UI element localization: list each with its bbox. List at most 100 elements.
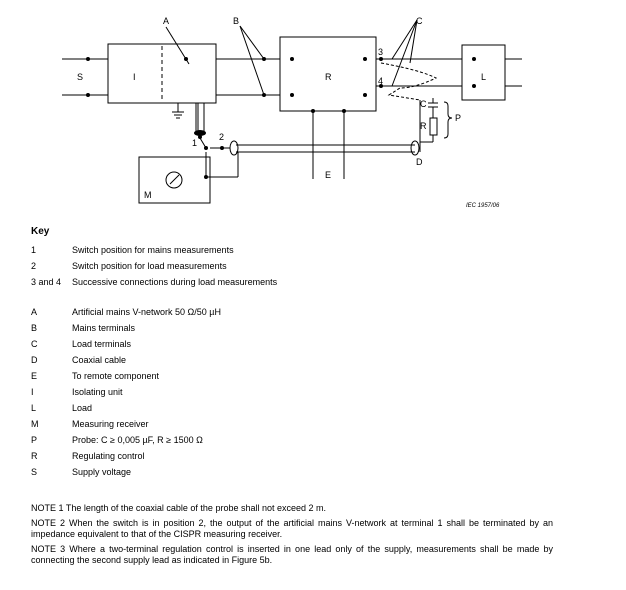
- key-code: A: [31, 307, 38, 317]
- terminal-dot: [86, 57, 90, 61]
- key-description: Load: [72, 403, 93, 413]
- key-row: P Probe: C ≥ 0,005 µF, R ≥ 1500 Ω: [31, 432, 601, 448]
- label-m: M: [144, 190, 152, 200]
- terminal-dot: [262, 93, 266, 97]
- leader-b-1: [239, 25, 265, 60]
- terminal-dot: [472, 57, 476, 61]
- key-description: Supply voltage: [72, 467, 132, 477]
- key-row: E To remote component: [31, 368, 601, 384]
- label-p: P: [455, 113, 461, 123]
- note-3: NOTE 3 Where a two-terminal regulation c…: [31, 544, 553, 565]
- leader-c-1: [391, 19, 418, 60]
- key-description: Switch position for load measurements: [72, 261, 227, 271]
- meter-needle: [169, 174, 180, 185]
- key-row: A Artificial mains V-network 50 Ω/50 µH: [31, 304, 601, 320]
- key-code: P: [31, 435, 38, 445]
- terminal-dot: [86, 93, 90, 97]
- key-code: I: [31, 387, 34, 397]
- key-code: L: [31, 403, 37, 413]
- terminal-dot: [262, 57, 266, 61]
- key-code: 2: [31, 261, 37, 271]
- label-b: B: [233, 16, 239, 26]
- label-1: 1: [192, 138, 197, 148]
- key-row: L Load: [31, 400, 601, 416]
- key-section: Key 1 Switch position for mains measureme…: [31, 226, 601, 480]
- key-row: 1 Switch position for mains measurements: [31, 242, 601, 258]
- key-description: Probe: C ≥ 0,005 µF, R ≥ 1500 Ω: [72, 435, 203, 445]
- terminal-dot: [220, 146, 224, 150]
- terminal-dot: [204, 146, 208, 150]
- terminal-dot: [342, 109, 346, 113]
- key-description: Switch position for mains measurements: [72, 245, 234, 255]
- key-code: M: [31, 419, 39, 429]
- label-i: I: [133, 72, 136, 82]
- leader-b-2: [239, 25, 265, 96]
- label-a: A: [163, 16, 169, 26]
- key-row: C Load terminals: [31, 336, 601, 352]
- label-r: R: [325, 72, 332, 82]
- meter-icon: [165, 171, 183, 189]
- label-c-top: C: [416, 16, 423, 26]
- terminal-dot: [184, 57, 188, 61]
- terminal-dot: [198, 135, 202, 139]
- terminal-dot: [472, 84, 476, 88]
- key-code: C: [31, 339, 38, 349]
- key-description: Coaxial cable: [72, 355, 127, 365]
- key-description: Isolating unit: [72, 387, 123, 397]
- label-4: 4: [378, 76, 383, 86]
- label-s: S: [77, 72, 83, 82]
- notes-section: NOTE 1 The length of the coaxial cable o…: [31, 503, 553, 570]
- isolating-unit-box: [107, 43, 217, 104]
- iec-reference: IEC 1957/06: [466, 203, 500, 209]
- terminal-dot: [379, 57, 383, 61]
- label-l: L: [481, 72, 486, 82]
- label-2: 2: [219, 132, 224, 142]
- note-2: NOTE 2 When the switch is in position 2,…: [31, 518, 553, 539]
- key-description: Regulating control: [72, 451, 145, 461]
- key-row: I Isolating unit: [31, 384, 601, 400]
- key-description: Successive connections during load measu…: [72, 277, 278, 287]
- key-description: Artificial mains V-network 50 Ω/50 µH: [72, 307, 221, 317]
- terminal-dot: [363, 93, 367, 97]
- load-box: [461, 44, 506, 101]
- coax-end-right: [410, 140, 420, 156]
- leader-c-3: [409, 19, 418, 64]
- note-1: NOTE 1 The length of the coaxial cable o…: [31, 503, 327, 513]
- label-r-probe: R: [420, 121, 427, 131]
- switch-plug: [194, 130, 206, 136]
- probe-resistor: [429, 117, 438, 136]
- coax-end-left: [229, 140, 239, 156]
- key-code: S: [31, 467, 38, 477]
- key-code: B: [31, 323, 38, 333]
- key-code: 3 and 4: [31, 277, 62, 287]
- key-code: 1: [31, 245, 37, 255]
- key-description: To remote component: [72, 371, 160, 381]
- key-code: E: [31, 371, 38, 381]
- terminal-dot: [363, 57, 367, 61]
- key-row: M Measuring receiver: [31, 416, 601, 432]
- key-row: B Mains terminals: [31, 320, 601, 336]
- probe-connection-dashed: [380, 62, 438, 101]
- label-3: 3: [378, 47, 383, 57]
- key-description: Measuring receiver: [72, 419, 149, 429]
- label-c-probe: C: [420, 99, 427, 109]
- key-description: Load terminals: [72, 339, 132, 349]
- terminal-dot: [290, 57, 294, 61]
- terminal-dot: [290, 93, 294, 97]
- key-title: Key: [31, 226, 50, 237]
- leader-c-2: [391, 19, 418, 87]
- label-e: E: [325, 170, 331, 180]
- terminal-dot: [311, 109, 315, 113]
- key-row: 3 and 4 Successive connections during loa…: [31, 274, 601, 290]
- measurement-circuit-diagram: A B C S I R L 3 4 C R P 1 2 D E M IEC 19…: [62, 16, 522, 209]
- terminal-dot: [379, 84, 383, 88]
- key-row: R Regulating control: [31, 448, 601, 464]
- key-code: R: [31, 451, 38, 461]
- regulating-control-box: [279, 36, 377, 112]
- measuring-receiver-box: [138, 156, 211, 204]
- probe-brace: [443, 101, 453, 139]
- key-description: Mains terminals: [72, 323, 136, 333]
- label-d: D: [416, 157, 423, 167]
- key-row: S Supply voltage: [31, 464, 601, 480]
